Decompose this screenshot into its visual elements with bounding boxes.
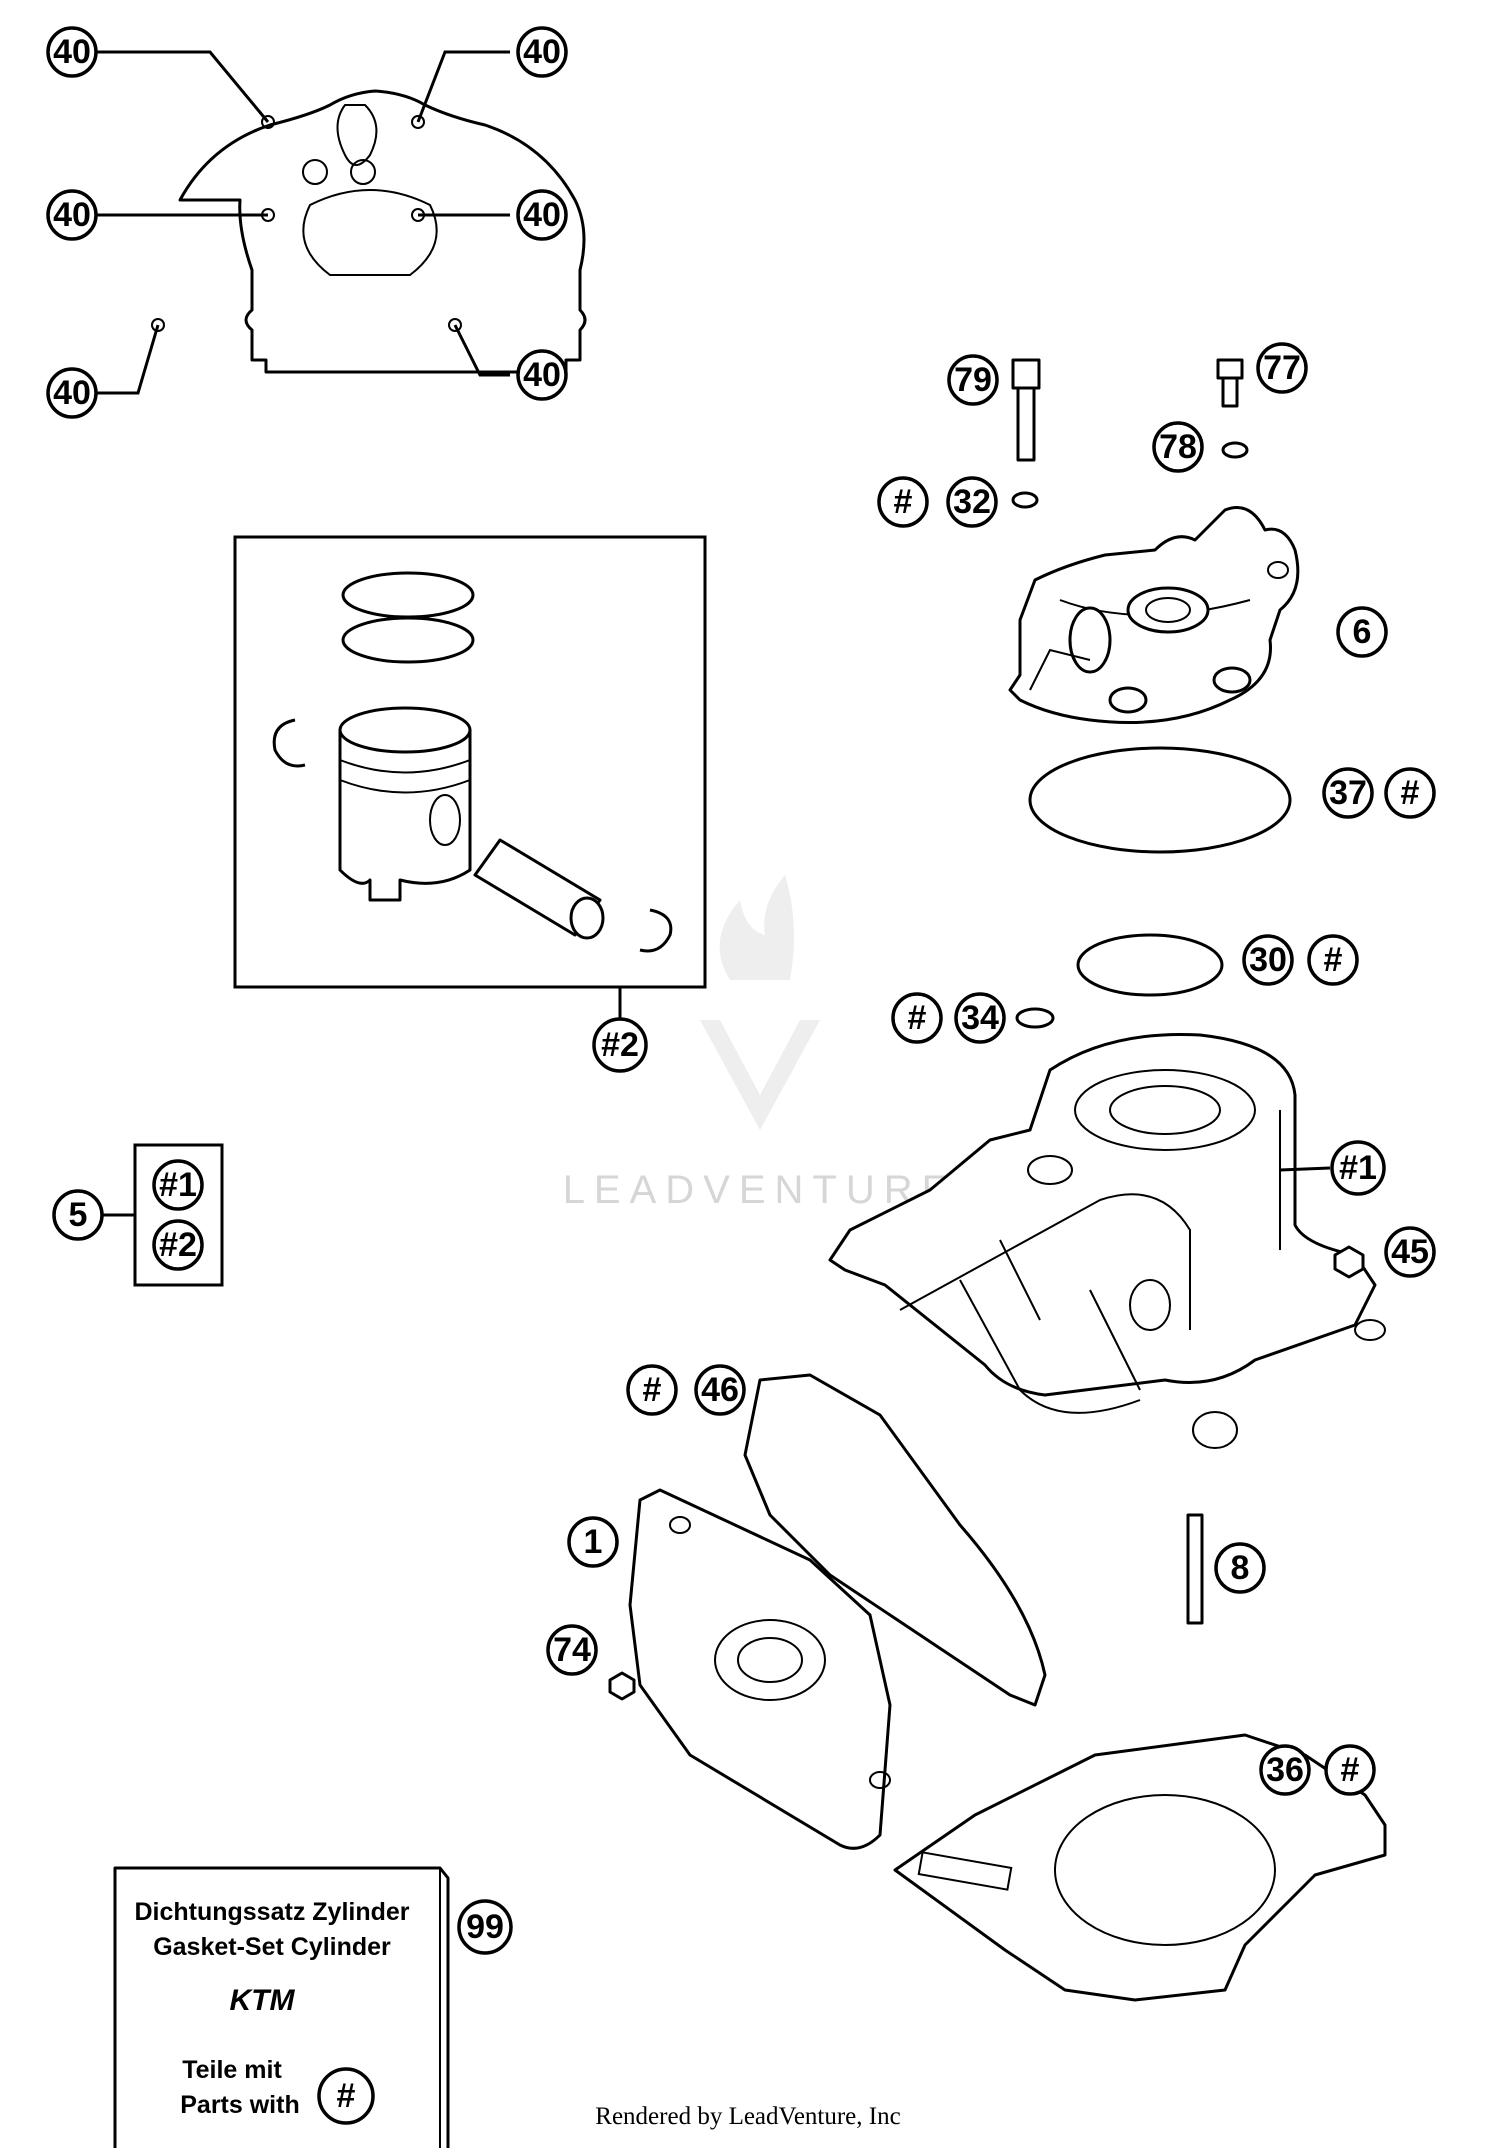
svg-text:#: # <box>1324 941 1343 979</box>
gasket-46-part <box>743 1373 1047 1707</box>
svg-text:#: # <box>1401 774 1420 812</box>
callout-46[interactable]: 46 <box>694 1364 746 1416</box>
svg-text:78: 78 <box>1159 428 1197 466</box>
svg-text:77: 77 <box>1263 349 1301 387</box>
svg-text:36: 36 <box>1266 1751 1304 1789</box>
svg-text:45: 45 <box>1391 1233 1429 1271</box>
callout-6[interactable]: 6 <box>1336 606 1388 658</box>
callout-30-hash[interactable]: # <box>1307 934 1359 986</box>
svg-text:#1: #1 <box>1339 1149 1377 1187</box>
callout-32-hash[interactable]: # <box>877 476 929 528</box>
piston-rings-part <box>341 571 475 664</box>
svg-text:8: 8 <box>1231 1549 1250 1587</box>
parts-with-en-label: Parts with <box>180 2091 299 2119</box>
base-gasket-36-part <box>893 1733 1387 2002</box>
cylinder-head-part <box>1008 506 1300 724</box>
callout-37[interactable]: 37 <box>1322 767 1374 819</box>
svg-text:40: 40 <box>523 196 561 234</box>
svg-text:40: 40 <box>53 33 91 71</box>
watermark-logo <box>700 875 820 1130</box>
piston-kit-frame <box>233 535 707 989</box>
svg-text:6: 6 <box>1353 613 1372 651</box>
gasket-set-de-label: Dichtungssatz Zylinder <box>134 1898 409 1926</box>
svg-text:#: # <box>1341 1751 1360 1789</box>
callout-40-top-left[interactable]: 40 <box>46 26 98 78</box>
callout-40-bottom-right[interactable]: 40 <box>516 349 568 401</box>
washer-78-part <box>1221 441 1249 459</box>
callout-34[interactable]: 34 <box>954 992 1006 1044</box>
svg-text:99: 99 <box>466 1908 504 1946</box>
svg-text:#2: #2 <box>159 1226 197 1264</box>
stud-8-part <box>1186 1513 1204 1625</box>
svg-text:37: 37 <box>1329 774 1367 812</box>
callout-40-bottom-left[interactable]: 40 <box>46 367 98 419</box>
callout-piston-kit[interactable]: #2 <box>592 1017 648 1073</box>
callout-40-mid-left[interactable]: 40 <box>46 189 98 241</box>
head-plate-part <box>151 89 587 374</box>
callout-78[interactable]: 78 <box>1152 421 1204 473</box>
gasket-set-hash-symbol: # <box>317 2067 375 2125</box>
svg-text:40: 40 <box>53 374 91 412</box>
cylinder-part <box>828 1032 1386 1449</box>
callout-99[interactable]: 99 <box>457 1899 513 1955</box>
gasket-set-en-label: Gasket-Set Cylinder <box>153 1933 391 1961</box>
svg-text:46: 46 <box>701 1371 739 1409</box>
svg-text:32: 32 <box>953 483 991 521</box>
callout-40-mid-right[interactable]: 40 <box>516 189 568 241</box>
callout-5-sub-2[interactable]: #2 <box>152 1219 204 1271</box>
svg-text:#: # <box>337 2077 356 2115</box>
washer-32-part <box>1011 491 1039 509</box>
screw-77-part <box>1216 358 1244 408</box>
o-ring-30-part <box>1076 933 1224 997</box>
nut-45-part <box>1333 1245 1365 1279</box>
svg-text:5: 5 <box>69 1196 88 1234</box>
svg-text:40: 40 <box>523 356 561 394</box>
washer-34-part <box>1015 1007 1055 1029</box>
callout-37-hash[interactable]: # <box>1384 767 1436 819</box>
callout-5[interactable]: 5 <box>52 1189 104 1241</box>
svg-text:#1: #1 <box>159 1166 197 1204</box>
callout-5-sub-1[interactable]: #1 <box>152 1159 204 1211</box>
svg-text:40: 40 <box>523 33 561 71</box>
nut-74-part <box>608 1671 636 1701</box>
svg-text:1: 1 <box>584 1523 603 1561</box>
bolt-79-part <box>1011 358 1041 462</box>
head-o-ring-37-part <box>1028 746 1292 854</box>
callout-74[interactable]: 74 <box>546 1624 598 1676</box>
callout-46-hash[interactable]: # <box>626 1364 678 1416</box>
svg-text:79: 79 <box>954 361 992 399</box>
svg-text:#: # <box>908 999 927 1037</box>
callout-30[interactable]: 30 <box>1242 934 1294 986</box>
circlip-right-part <box>639 908 673 953</box>
callout-34-hash[interactable]: # <box>891 992 943 1044</box>
callout-8[interactable]: 8 <box>1214 1542 1266 1594</box>
svg-text:#2: #2 <box>601 1026 639 1064</box>
callout-36[interactable]: 36 <box>1259 1744 1311 1796</box>
callout-1[interactable]: 1 <box>567 1516 619 1568</box>
callout-45[interactable]: 45 <box>1384 1226 1436 1278</box>
svg-text:#: # <box>894 483 913 521</box>
callout-36-hash[interactable]: # <box>1324 1744 1376 1796</box>
gasket-set-box: Dichtungssatz Zylinder Gasket-Set Cylind… <box>113 1866 450 2148</box>
callout-79[interactable]: 79 <box>947 354 999 406</box>
svg-text:34: 34 <box>961 999 999 1037</box>
parts-with-de-label: Teile mit <box>182 2056 282 2084</box>
circlip-left-part <box>272 718 306 768</box>
ktm-logo: KTM <box>230 1984 296 2017</box>
watermark-text: LEADVENTURE <box>563 1168 958 1212</box>
piston-pin-part <box>473 838 605 940</box>
svg-text:#: # <box>643 1371 662 1409</box>
callout-32[interactable]: 32 <box>946 476 998 528</box>
callout-77[interactable]: 77 <box>1256 342 1308 394</box>
svg-text:30: 30 <box>1249 941 1287 979</box>
footer-credit: Rendered by LeadVenture, Inc <box>595 2103 900 2130</box>
svg-text:74: 74 <box>553 1631 591 1669</box>
intake-flange-part <box>628 1488 892 1850</box>
svg-text:40: 40 <box>53 196 91 234</box>
piston-part <box>338 706 472 902</box>
callout-40-top-right[interactable]: 40 <box>516 26 568 78</box>
callout-cylinder[interactable]: #1 <box>1330 1140 1386 1196</box>
